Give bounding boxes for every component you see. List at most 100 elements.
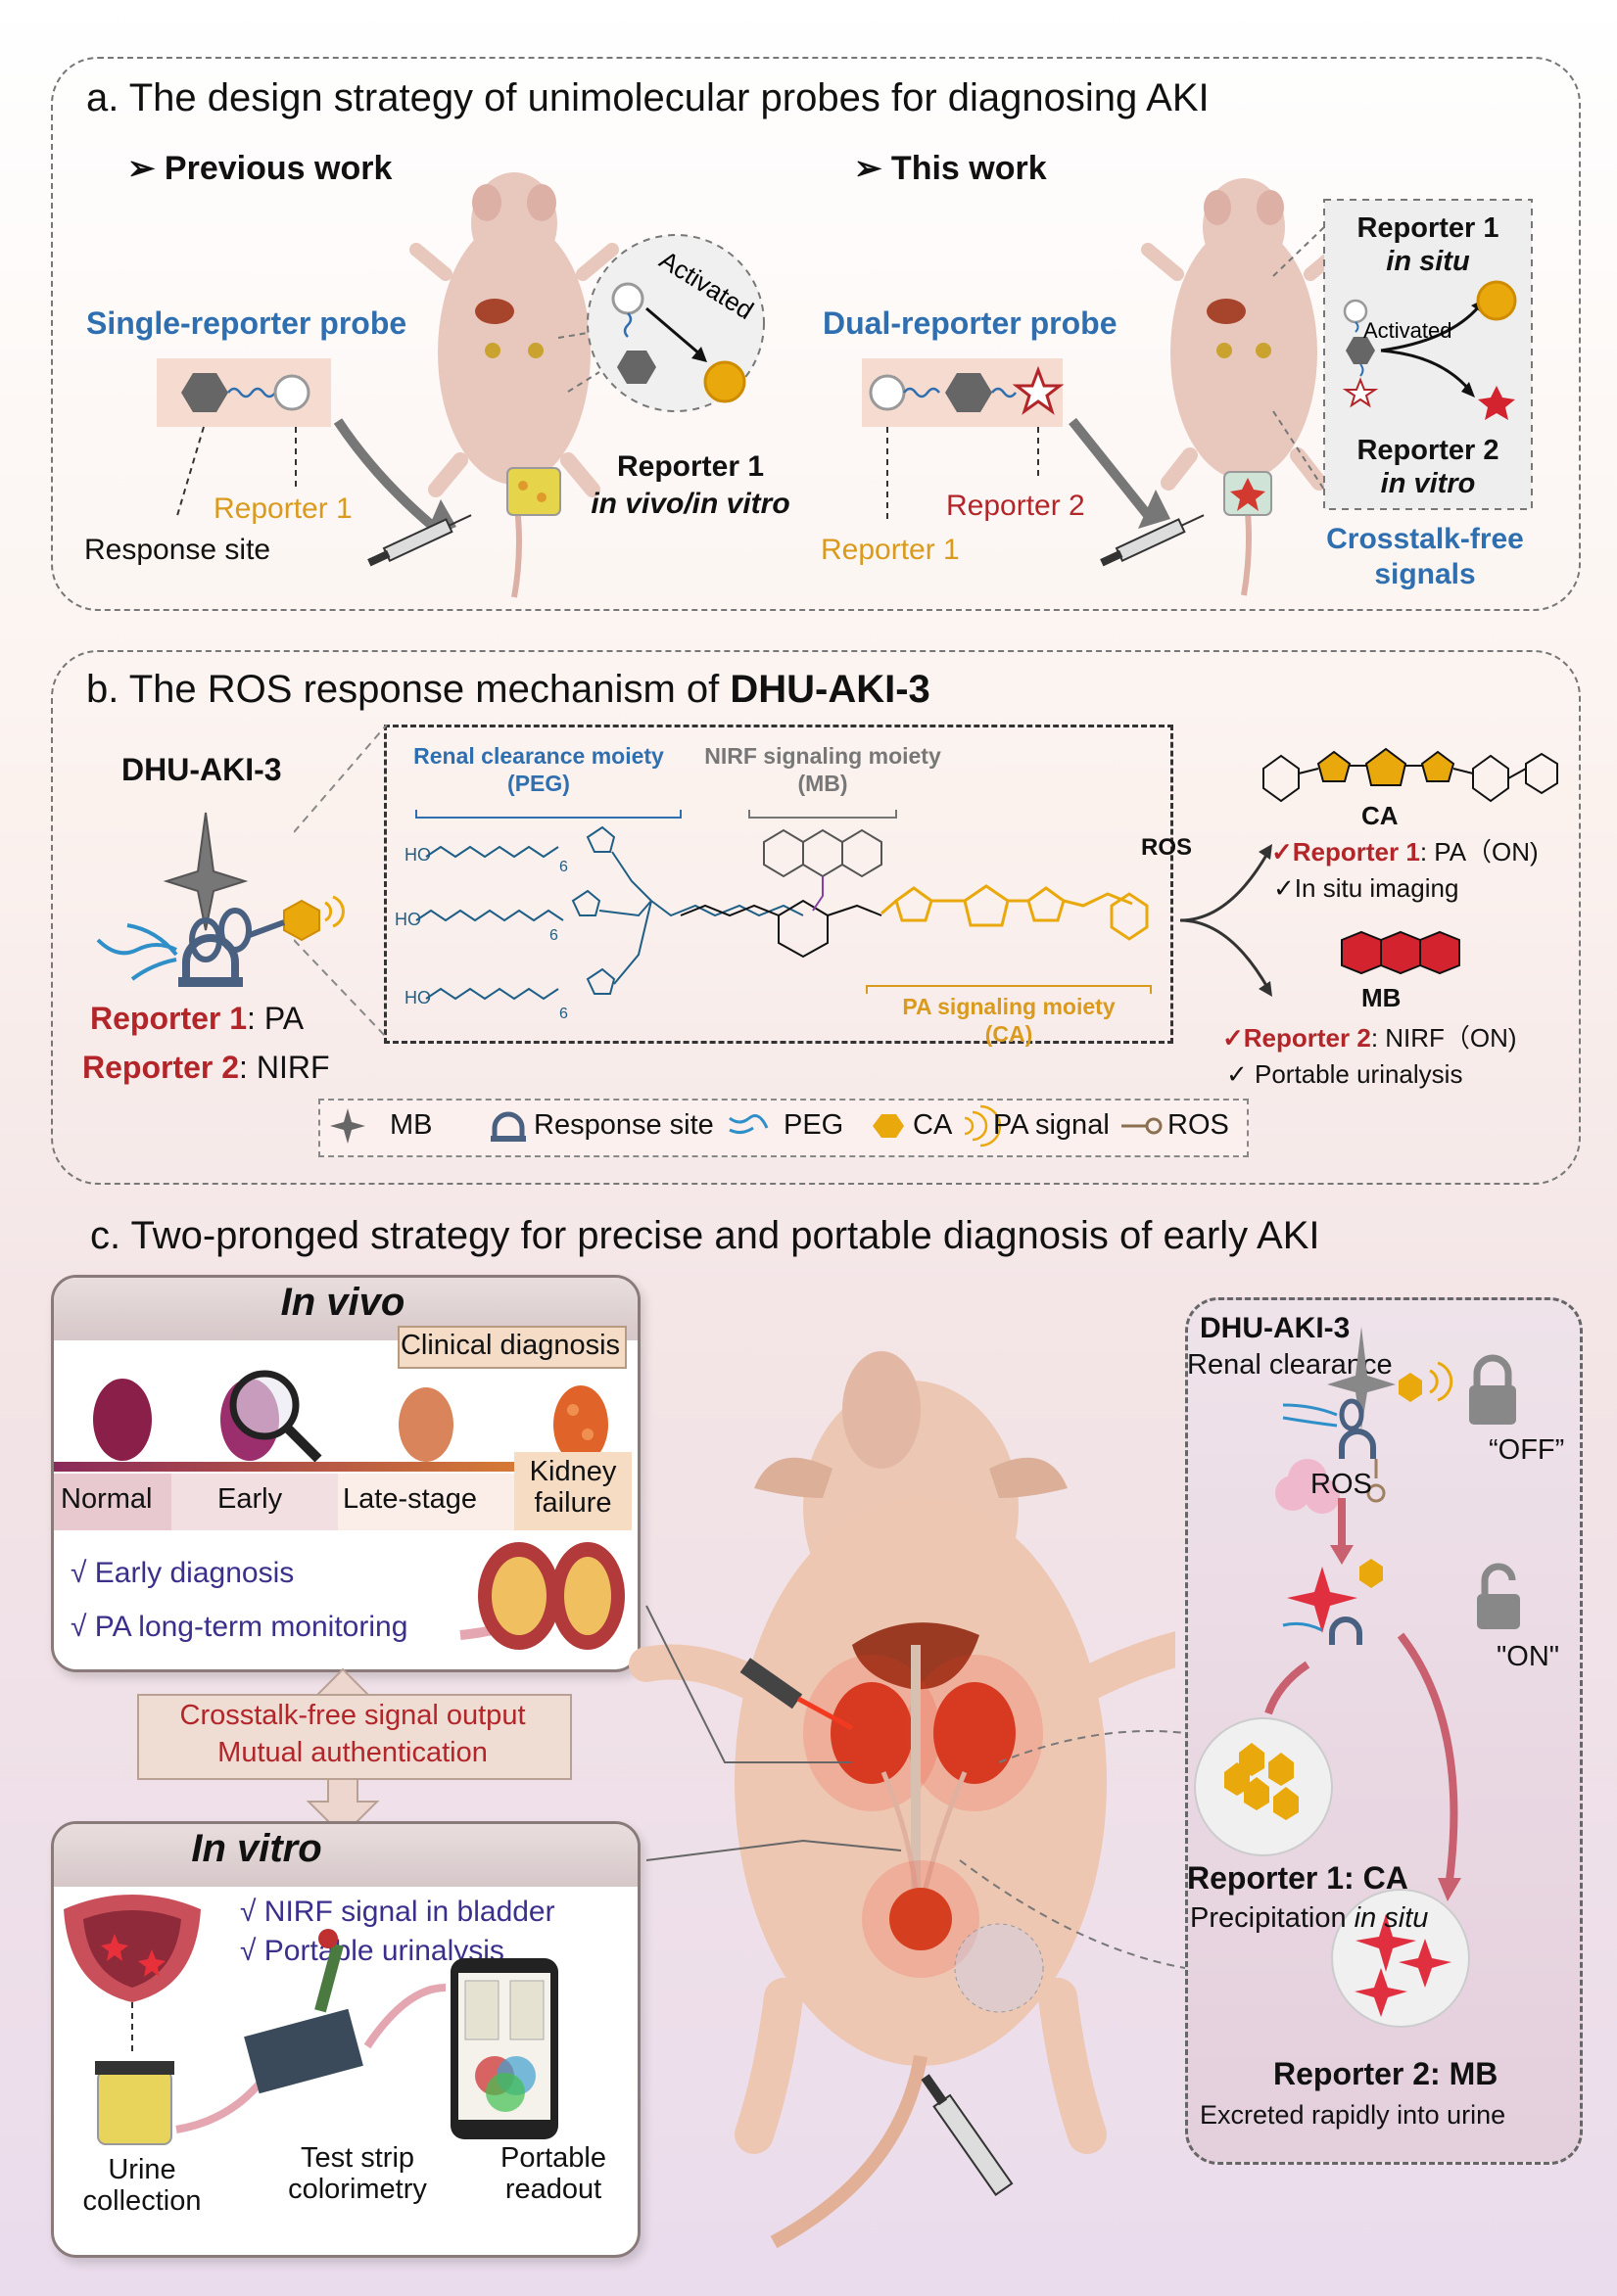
previous-work-heading: ➢ Previous work [127,150,393,187]
reporter-circle-icon [273,374,310,411]
urine-cup-c-icon [97,2070,172,2145]
legend-icons [330,1104,1163,1148]
kidney-normal-icon [93,1379,152,1461]
svg-text:HO: HO [404,845,431,865]
in-vivo-title: In vivo [280,1281,405,1324]
dhu-aki-3-structure: HO HO HO 6 6 6 [395,810,1152,1022]
mb-star-icon [163,812,249,931]
svg-text:HO: HO [404,988,431,1007]
early-diagnosis-label: √ Early diagnosis [71,1557,295,1589]
single-reporter-probe-label: Single-reporter probe [86,305,407,341]
in-situ-imaging-label: ✓In situ imaging [1273,873,1459,903]
stage-band [54,1452,632,1530]
clinical-diagnosis-box [398,1326,627,1369]
stage-early: Early [217,1483,283,1515]
pig-illustration [629,1351,1175,2249]
renal-clearance-moiety-label: Renal clearance moiety(PEG) [413,743,664,796]
activated-reporter-icon [703,360,746,403]
panel-a [51,57,1581,611]
mb-label: MB [1361,983,1402,1012]
reporter1-ca-label: Reporter 1: CA [1187,1860,1408,1896]
reporter2-label-right: Reporter 2 [946,490,1085,522]
urine-cup-icon [506,467,561,516]
test-strip-icon [244,2008,363,2094]
excreted-label: Excreted rapidly into urine [1200,2100,1506,2130]
laser-icon [739,1658,803,1710]
svg-text:HO: HO [395,910,421,929]
legend-response-site-icon [492,1111,525,1138]
reporter1-label-right: Reporter 1 [821,534,960,566]
bladder-c-icon [889,1888,952,1950]
crosstalk-output-label: Crosstalk-free signal output [179,1700,526,1731]
nirf-moiety-label: NIRF signaling moiety(MB) [704,743,941,796]
response-site-label: Response site [84,534,271,566]
reporter1-label-left: Reporter 1 [214,492,353,525]
portable-urinalysis-label-b: ✓ Portable urinalysis [1226,1059,1463,1089]
panel-c-title: c. Two-pronged strategy for precise and … [90,1214,1320,1257]
legend-peg-icon [729,1114,769,1135]
clinical-diagnosis-label: Clinical diagnosis [400,1330,621,1361]
mb-structure [1341,930,1460,975]
legend-ros: ROS [1167,1109,1229,1141]
zoom-lines [294,725,388,1039]
legend-pa-signal: PA signal [993,1109,1110,1141]
reporter1-on-label: ✓Reporter 1: PA（ON) [1271,837,1539,867]
ros-arrows [1179,844,1272,997]
reporter2-on-label: ✓Reporter 2: NIRF（ON) [1222,1023,1517,1053]
svg-text:Activated: Activated [1363,318,1452,343]
structure-box [384,725,1173,1044]
magnifier-icon [229,1370,300,1440]
legend-response-site: Response site [534,1109,714,1141]
legend-ca-icon [873,1114,904,1138]
ca-polyhedron-icon [283,899,320,942]
mutual-authentication-label: Mutual authentication [217,1737,488,1768]
svg-text:6: 6 [549,927,558,944]
in-vitro-illustration [64,1895,558,2145]
ca-label: CA [1361,801,1399,830]
kidney-failure-icon [553,1385,608,1464]
off-label: “OFF” [1489,1434,1565,1466]
kidney-crosssection-icon [459,1542,625,1650]
probe-cartoon [96,812,345,987]
probe-name-left: DHU-AKI-3 [121,752,282,787]
legend-mb-icon [330,1108,365,1144]
in-vitro-title: In vitro [191,1827,322,1870]
response-site-hexagon-icon [181,373,228,412]
connector-lines [645,1605,1186,1969]
reporter1-pa-label: Reporter 1: PA [90,1001,305,1036]
legend-ca: CA [913,1109,953,1141]
svg-text:6: 6 [559,859,568,875]
dual-reporter-probe-label: Dual-reporter probe [823,305,1118,341]
syringe-icon [367,514,472,567]
pa-monitoring-label: √ PA long-term monitoring [71,1611,408,1643]
lock-open-icon [1477,1594,1520,1629]
reporter1-invivo-label: Reporter 1 in vivo/in vitro [591,450,790,520]
panel-a-illustration: Activated Activated [157,172,1533,598]
lock-closed-icon [1469,1385,1516,1425]
kidney-left-icon [831,1682,913,1784]
legend-pa-signal-icon [964,1104,1002,1148]
precipitation-label: Precipitation in situ [1190,1902,1429,1934]
mouse-right-icon [1141,178,1347,596]
panel-b [51,650,1581,1185]
key-icon [1366,1483,1386,1503]
crosstalk-output-box [137,1694,572,1780]
inset-reporter1-label: Reporter 1 in situ [1356,212,1499,277]
panel-a-title: a. The design strategy of unimolecular p… [86,76,1210,119]
right-mechanism-illustration [1194,1327,1520,2028]
stage-normal: Normal [61,1483,153,1515]
svg-text:6: 6 [559,1006,568,1022]
kidney-stages-illustration [54,1370,632,1477]
pa-moiety-label: PA signaling moiety(CA) [902,994,1116,1047]
kidney-late-icon [399,1387,453,1462]
inset-reporter2-label: Reporter 2 in vitro [1356,435,1499,499]
response-site-lock-icon [182,934,239,984]
ca-structure [1262,747,1558,803]
syringe-c-icon [921,2074,1014,2196]
kidney-right-icon [933,1682,1016,1784]
on-label: "ON" [1497,1641,1560,1672]
ros-label-b: ROS [1141,834,1193,861]
